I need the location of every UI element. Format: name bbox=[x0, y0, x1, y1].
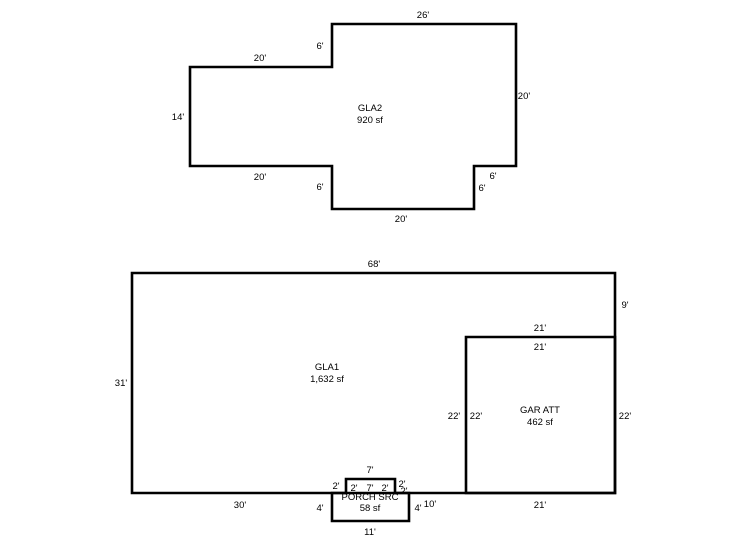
gla2-bump-top-dimension: 6' bbox=[316, 41, 323, 52]
porch-area-name: PORCH SRC bbox=[341, 492, 398, 503]
porch-to-garage-dimension: 10' bbox=[424, 499, 437, 510]
gla1-bottom-dimension: 30' bbox=[234, 500, 247, 511]
gla1-left-dimension: 31' bbox=[115, 378, 128, 389]
gla1-area-name: GLA1 bbox=[315, 362, 339, 373]
gla2-bump-bottom-left-dimension: 6' bbox=[316, 182, 323, 193]
garage-area-name: GAR ATT bbox=[520, 405, 560, 416]
porch-left-step-inner-dimension: 2' bbox=[350, 483, 357, 494]
porch-top-dimension: 7' bbox=[366, 465, 373, 476]
garage-top-inner-dimension: 21' bbox=[534, 342, 547, 353]
porch-right-dimension: 4' bbox=[414, 503, 421, 514]
porch-left-step-dimension: 2' bbox=[332, 481, 339, 492]
porch-top-inner-dimension: 7' bbox=[366, 483, 373, 494]
gla2-bump-bottom-right-dimension-inner: 6' bbox=[478, 183, 485, 194]
gla2-area-size: 920 sf bbox=[357, 115, 383, 126]
gla2-top-dimension: 26' bbox=[417, 10, 430, 21]
gla2-wing-bottom-dimension: 20' bbox=[254, 172, 267, 183]
gla2-outline bbox=[188, 22, 518, 211]
porch-bottom-dimension: 11' bbox=[364, 527, 376, 538]
garage-area-size: 462 sf bbox=[527, 417, 553, 428]
gla1-area-size: 1,632 sf bbox=[310, 374, 344, 385]
porch-outline bbox=[330, 477, 411, 523]
gla2-left-dimension: 14' bbox=[172, 112, 185, 123]
gla2-bump-bottom-right-dimension: 6' bbox=[489, 171, 496, 182]
porch-right-step-dimension: 2' bbox=[398, 479, 405, 490]
garage-right-dimension: 22' bbox=[619, 411, 632, 422]
gla1-right-upper-dimension: 9' bbox=[621, 300, 628, 311]
porch-right-step-inner-dimension: 2' bbox=[381, 483, 388, 494]
garage-top-outer-dimension: 21' bbox=[534, 323, 547, 334]
gla2-wing-top-dimension: 20' bbox=[254, 53, 267, 64]
gla1-right-inner-dimension: 22' bbox=[448, 411, 461, 422]
gla1-top-dimension: 68' bbox=[368, 259, 381, 270]
porch-right-step-low-dimension: 2' bbox=[400, 486, 407, 497]
gla2-right-dimension: 20' bbox=[518, 91, 531, 102]
garage-left-inner-dimension: 22' bbox=[470, 411, 483, 422]
gla2-area-name: GLA2 bbox=[358, 103, 382, 114]
porch-left-dimension: 4' bbox=[316, 503, 323, 514]
gla2-bottom-dimension: 20' bbox=[395, 214, 408, 225]
gla1-outline bbox=[130, 271, 617, 495]
garage-outline bbox=[464, 335, 617, 495]
garage-bottom-dimension: 21' bbox=[534, 500, 547, 511]
porch-area-size: 58 sf bbox=[360, 503, 381, 514]
